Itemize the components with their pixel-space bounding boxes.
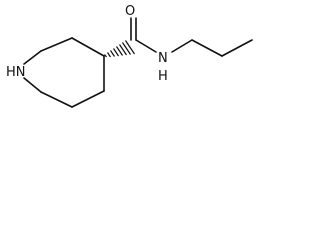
ring-bond-c5-c6 bbox=[71, 37, 105, 57]
ring-bond-c6-n bbox=[23, 50, 42, 65]
hashed-wedge-bond bbox=[104, 40, 135, 58]
ring-bond-c2-c3 bbox=[40, 91, 73, 108]
ring-bond-n-c2 bbox=[23, 77, 42, 93]
amide-nitrogen-label: N bbox=[158, 51, 168, 66]
propyl-bond-1 bbox=[171, 39, 193, 53]
propyl-bond-3 bbox=[221, 39, 253, 57]
amide-hydrogen-label: H bbox=[158, 69, 168, 84]
ring-bond-c3-c4 bbox=[71, 90, 105, 108]
ring-nitrogen-label: HN bbox=[6, 65, 26, 80]
amide-c-n-bond bbox=[135, 39, 157, 53]
carbonyl-oxygen-label: O bbox=[125, 4, 135, 19]
propyl-bond-2 bbox=[191, 39, 223, 57]
chemical-structure-diagram: HN O N H bbox=[6, 4, 253, 108]
ring-bond-c6-c1 bbox=[40, 37, 73, 52]
